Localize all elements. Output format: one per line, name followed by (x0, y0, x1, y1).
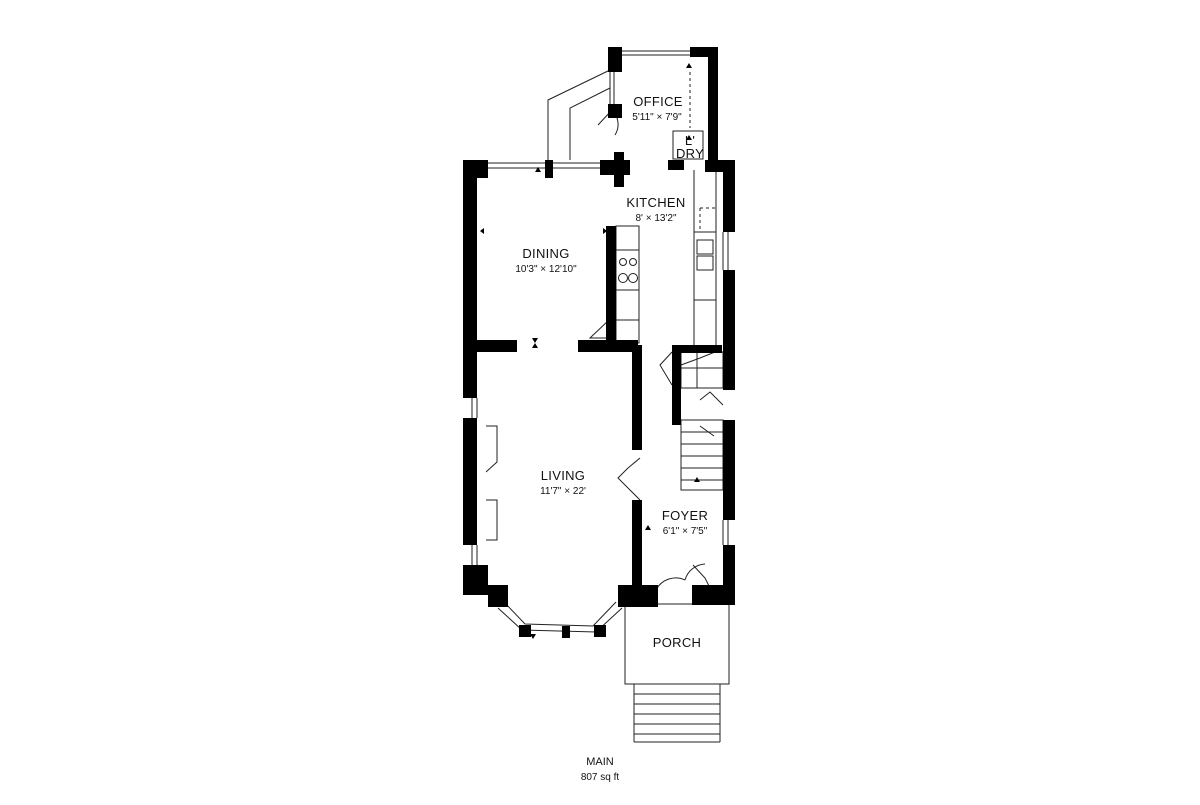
kitchen-name: KITCHEN (626, 195, 685, 210)
foyer-name: FOYER (662, 508, 708, 523)
kitchen-dims: 8' × 13'2" (635, 213, 676, 224)
dining-name: DINING (522, 246, 569, 261)
laundry-name-bottom: DRY (676, 146, 704, 161)
walls (463, 47, 735, 638)
office-name: OFFICE (633, 94, 682, 109)
dining-dims: 10'3" × 12'10" (515, 264, 577, 275)
living-dims: 11'7" × 22' (540, 486, 586, 497)
office-dims: 5'11" × 7'9" (632, 112, 682, 123)
floor-name: MAIN (586, 756, 614, 768)
floor-caption: MAIN 807 sq ft (581, 756, 620, 783)
thin-lines (471, 50, 730, 743)
markers (480, 63, 700, 639)
living-name: LIVING (541, 468, 585, 483)
room-labels: OFFICE 5'11" × 7'9" L' DRY KITCHEN 8' × … (515, 94, 708, 650)
laundry-name-top: L' (685, 133, 695, 148)
porch-name: PORCH (653, 635, 701, 650)
floor-area: 807 sq ft (581, 772, 620, 783)
foyer-dims: 6'1" × 7'5" (663, 526, 708, 537)
